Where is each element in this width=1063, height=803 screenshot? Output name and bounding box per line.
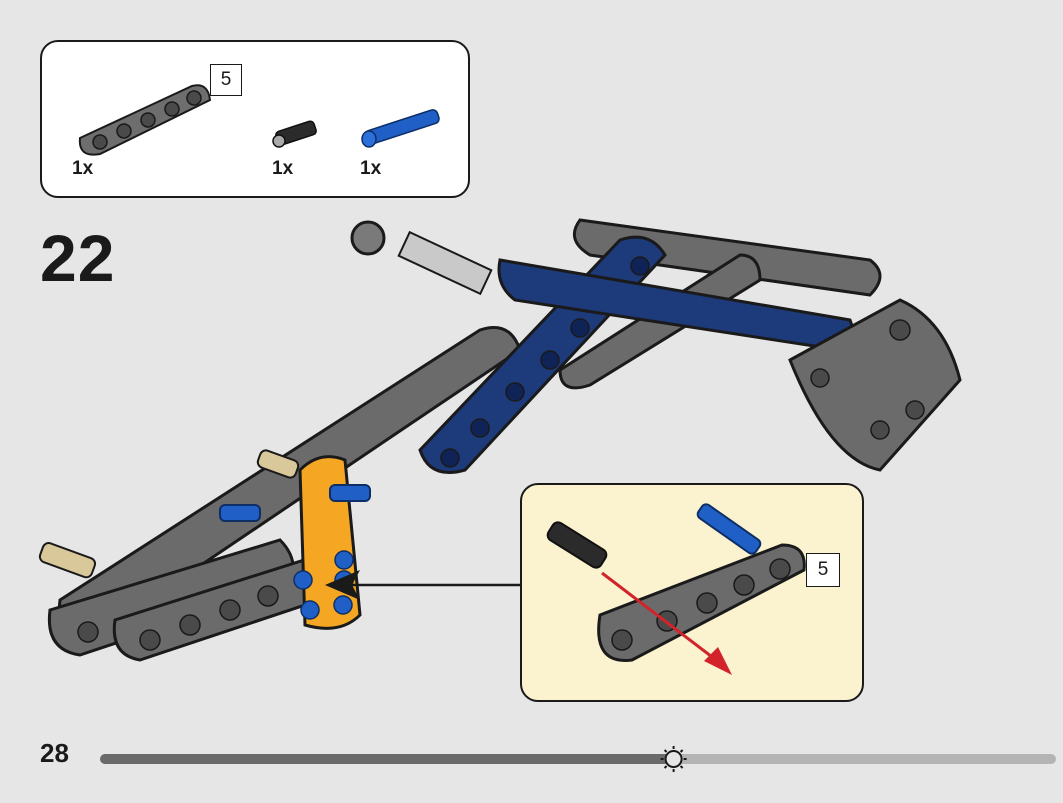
step-number: 22 [40,221,116,295]
detail-black-pin [546,521,608,569]
sun-icon [660,746,687,772]
black-pin-part-icon [272,120,317,148]
parts-list-box: 5 1x 1x 1x [40,40,470,198]
progress-fill [100,754,674,764]
part-quantity: 1x [272,158,294,179]
detail-blue-pin [696,503,762,555]
detail-callout-box: 5 [520,483,864,702]
page-number: 28 [40,738,69,768]
detail-red-arrow [601,571,732,675]
part-quantity: 1x [360,158,382,179]
detail-illustration [546,503,806,675]
part-quantity: 1x [72,158,94,179]
blue-axle-pin-part-icon [361,109,440,148]
beam-length-badge: 5 [210,64,242,96]
progress-bar [100,746,1056,772]
beam-5-part-icon [78,84,212,156]
parts-icons [78,84,440,156]
detail-beam-5 [597,543,806,662]
detail-length-badge: 5 [806,553,840,587]
